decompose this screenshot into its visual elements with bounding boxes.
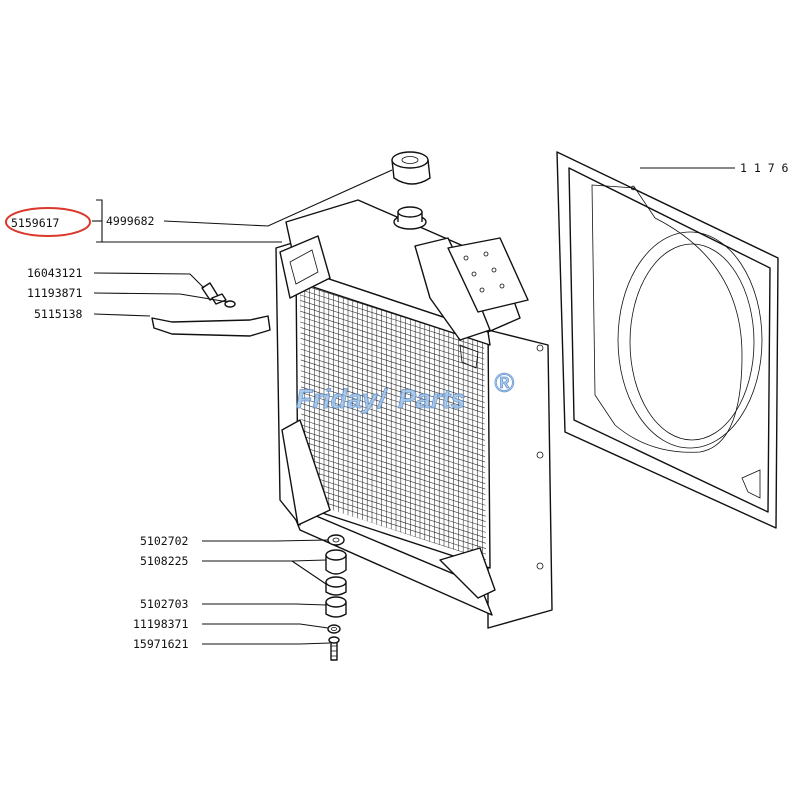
svg-text:Parts: Parts bbox=[398, 384, 466, 414]
label-5159617[interactable]: 5159617 bbox=[11, 216, 60, 230]
label-5108225[interactable]: 5108225 bbox=[140, 554, 188, 568]
radiator-cap bbox=[391, 151, 431, 185]
leader-lines bbox=[92, 167, 735, 645]
support-bar bbox=[151, 315, 271, 337]
label-4999682[interactable]: 4999682 bbox=[106, 214, 154, 228]
mounting-stack bbox=[325, 534, 347, 661]
drain-plug bbox=[201, 282, 227, 305]
label-1176[interactable]: 1 1 7 6 bbox=[740, 161, 789, 175]
fan-shroud bbox=[556, 151, 779, 529]
label-5102703[interactable]: 5102703 bbox=[140, 597, 189, 611]
label-11198371[interactable]: 11198371 bbox=[133, 617, 188, 631]
washer-upper bbox=[327, 534, 345, 546]
svg-text:Friday: Friday bbox=[296, 384, 379, 414]
radiator bbox=[275, 199, 553, 629]
label-15971621[interactable]: 15971621 bbox=[133, 637, 188, 651]
label-16043121[interactable]: 16043121 bbox=[27, 266, 82, 280]
gasket-washer bbox=[224, 300, 236, 308]
watermark: Friday / Parts ® bbox=[296, 368, 515, 415]
highlight-callout[interactable]: 5159617 bbox=[5, 207, 91, 237]
label-5102702[interactable]: 5102702 bbox=[140, 534, 188, 548]
svg-text:®: ® bbox=[494, 368, 514, 398]
label-11193871[interactable]: 11193871 bbox=[27, 286, 82, 300]
highlight-ellipse bbox=[5, 207, 91, 237]
washer-lower bbox=[327, 624, 341, 634]
watermark-separator: / bbox=[377, 384, 388, 414]
label-5115138[interactable]: 5115138 bbox=[34, 307, 83, 321]
filler-neck bbox=[393, 206, 427, 230]
